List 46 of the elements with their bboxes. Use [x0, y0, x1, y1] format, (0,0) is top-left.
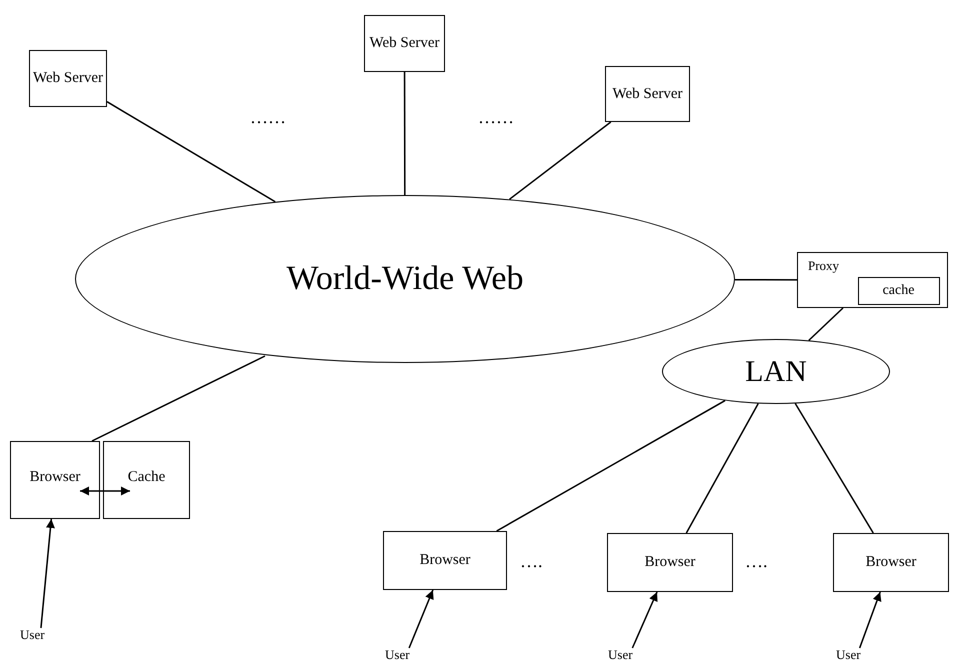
server-box [29, 50, 107, 107]
ellipsis-dots: …… [478, 108, 514, 126]
browser-box [383, 531, 507, 590]
node-text: User [836, 648, 861, 664]
node-text: cache [882, 284, 914, 298]
node-text: User [608, 648, 633, 664]
node-text: User [385, 648, 410, 664]
node-text: Web Server [612, 86, 682, 102]
arrow [40, 518, 55, 628]
arrow [632, 592, 658, 648]
node-text: World-Wide Web [286, 262, 524, 296]
node-text: Cache [128, 470, 166, 485]
arrow [80, 486, 130, 496]
server-box [605, 66, 690, 122]
cache-box [103, 441, 190, 519]
connector-line [509, 121, 612, 200]
network-ellipse [75, 195, 735, 363]
connector-line [106, 101, 276, 202]
arrow [408, 590, 434, 648]
server-box [364, 15, 445, 72]
node-text: LAN [745, 356, 807, 386]
proxy-box [797, 252, 948, 308]
ellipsis-dots: …… [250, 108, 286, 126]
node-text: Browser [30, 470, 80, 485]
node-text: Proxy [808, 259, 840, 272]
ellipsis-dots: …. [745, 552, 768, 570]
node-text: Browser [420, 553, 470, 568]
arrow [858, 592, 882, 648]
lan-ellipse [662, 339, 890, 404]
node-text: Web Server [32, 71, 103, 86]
browser-box [607, 533, 733, 592]
cache-box [858, 276, 940, 304]
connector-line [496, 400, 726, 532]
connector-line [92, 355, 266, 442]
browser-box [10, 441, 100, 519]
node-text: Browser [644, 555, 696, 570]
browser-box [833, 533, 949, 592]
connector-line [794, 403, 874, 534]
connector-line [404, 72, 406, 195]
ellipsis-dots: …. [520, 552, 542, 570]
connector-line [686, 403, 759, 534]
connector-line [734, 278, 797, 281]
connector-line [808, 307, 844, 341]
node-text: Browser [866, 555, 916, 570]
node-text: Web Server [369, 36, 440, 51]
node-text: User [20, 628, 45, 644]
